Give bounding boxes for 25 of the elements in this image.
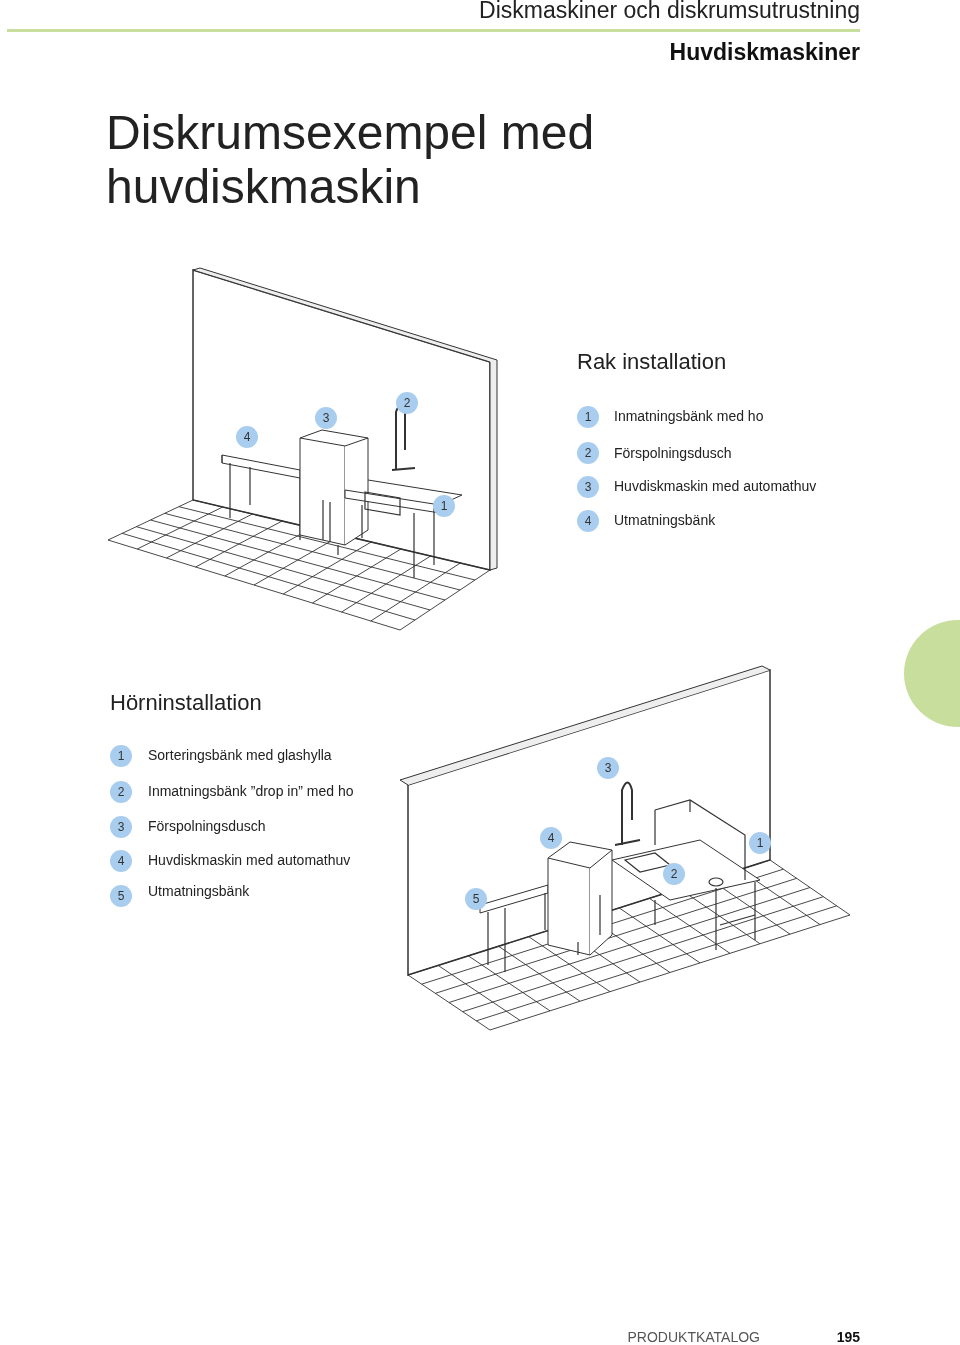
footer-text: PRODUKTKATALOG — [627, 1327, 760, 1345]
callout-number: 4 — [577, 510, 599, 532]
key-text: Inmatningsbänk med ho — [614, 406, 764, 426]
key-text: Huvdiskmaskin med automathuv — [148, 850, 351, 870]
callout-number: 4 — [110, 850, 132, 872]
page-number: 195 — [836, 1327, 860, 1345]
callout-number: 3 — [577, 476, 599, 498]
page-title: Diskrumsexempel med huvdiskmaskin — [106, 106, 596, 214]
installation-title: Hörninstallation — [110, 688, 262, 717]
page-heading: Diskmaskiner och diskrumsutrustning — [479, 0, 860, 25]
key-text: Inmatningsbänk ”drop in” med ho — [148, 781, 354, 801]
callout-number: 1 — [110, 745, 132, 767]
callout-number: 1 — [577, 406, 599, 428]
callout-number: 3 — [110, 816, 132, 838]
key-text: Utmatningsbänk — [614, 510, 716, 530]
callout-number: 2 — [577, 442, 599, 464]
key-text: Sorteringsbänk med glashylla — [148, 745, 332, 765]
section-heading: Huvdiskmaskiner — [669, 37, 860, 67]
key-text: Huvdiskmaskin med automathuv — [614, 476, 817, 496]
key-text: Förspolningsdusch — [614, 443, 732, 463]
key-text: Utmatningsbänk — [148, 881, 250, 901]
callout-number: 5 — [110, 885, 132, 907]
callout-number: 2 — [110, 781, 132, 803]
installation-title: Rak installation — [577, 347, 727, 376]
key-text: Förspolningsdusch — [148, 816, 266, 836]
